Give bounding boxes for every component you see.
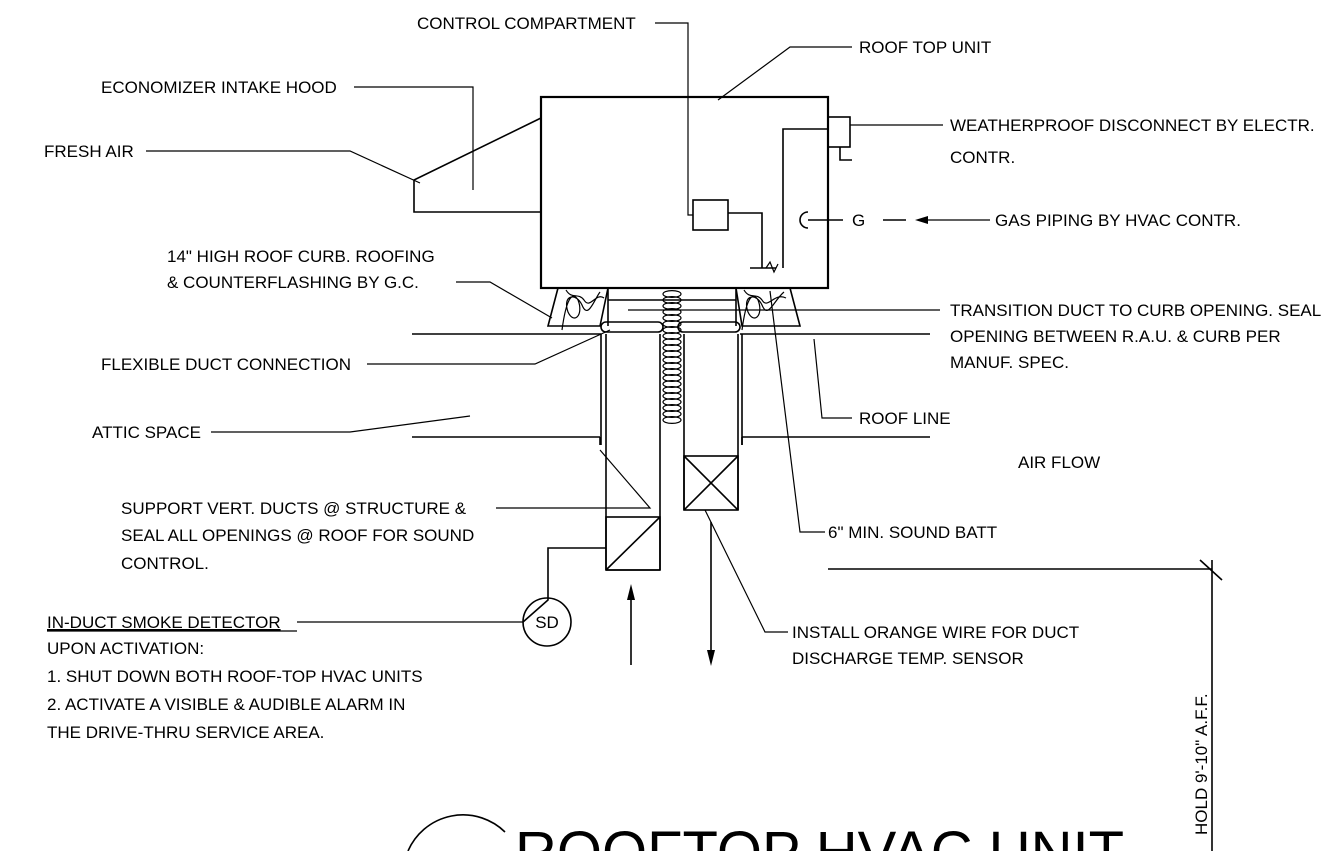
label-sound-batt: 6" MIN. SOUND BATT	[828, 523, 997, 542]
label-step-2: 2. ACTIVATE A VISIBLE & AUDIBLE ALARM IN	[47, 695, 405, 714]
roof-top-unit-body	[539, 95, 830, 290]
coil-loop	[662, 374, 682, 383]
coil-loop	[662, 368, 682, 377]
label-gas-piping: GAS PIPING BY HVAC CONTR.	[995, 211, 1241, 230]
coil-loop	[662, 392, 682, 401]
coil-loop	[662, 326, 682, 335]
label-roof-top-unit: ROOF TOP UNIT	[859, 38, 991, 57]
coil-loop	[662, 296, 682, 305]
supply-duct-left	[600, 334, 661, 571]
airflow-down-arrow	[707, 522, 715, 666]
ceiling-line	[412, 436, 930, 445]
coil-loop	[662, 362, 682, 371]
label-economizer-intake-hood: ECONOMIZER INTAKE HOOD	[101, 78, 337, 97]
label-roof-line: ROOF LINE	[859, 409, 951, 428]
coil-loop	[662, 308, 682, 317]
detail-callout-circle	[407, 814, 506, 852]
label-orange-wire-2: DISCHARGE TEMP. SENSOR	[792, 649, 1024, 668]
label-support-ducts-2: SEAL ALL OPENINGS @ ROOF FOR SOUND	[121, 526, 474, 545]
coil-loop	[662, 410, 682, 419]
label-transition-duct-2: OPENING BETWEEN R.A.U. & CURB PER	[950, 327, 1281, 346]
coil-loop	[662, 398, 682, 407]
label-flexible-duct: FLEXIBLE DUCT CONNECTION	[101, 355, 351, 374]
label-roof-curb: 14" HIGH ROOF CURB. ROOFING	[167, 247, 435, 266]
coil-loop	[662, 290, 682, 299]
coil-loop	[662, 320, 682, 329]
smoke-detector: SD	[522, 547, 606, 647]
coil-loop	[662, 380, 682, 389]
coil-loop	[662, 344, 682, 353]
label-orange-wire: INSTALL ORANGE WIRE FOR DUCT	[792, 623, 1079, 642]
airflow-up-arrow	[627, 584, 635, 665]
label-fresh-air: FRESH AIR	[44, 142, 134, 161]
label-weatherproof-disconnect: WEATHERPROOF DISCONNECT BY ELECTR.	[950, 116, 1315, 135]
label-weatherproof-disconnect-2: CONTR.	[950, 148, 1015, 167]
label-smoke-detector-title: IN-DUCT SMOKE DETECTOR	[47, 613, 281, 632]
smoke-detector-symbol: SD	[535, 613, 559, 632]
coil-loop	[662, 416, 682, 425]
coil-loop	[662, 332, 682, 341]
label-air-flow: AIR FLOW	[1018, 453, 1100, 472]
height-dimension: HOLD 9'-10" A.F.F.	[828, 559, 1223, 851]
label-roof-curb-2: & COUNTERFLASHING BY G.C.	[167, 273, 419, 292]
annotation-labels: CONTROL COMPARTMENT ROOF TOP UNIT ECONOM…	[44, 14, 1321, 742]
label-transition-duct-3: MANUF. SPEC.	[950, 353, 1069, 372]
leader-lines	[146, 22, 990, 633]
hold-dimension-label: HOLD 9'-10" A.F.F.	[1192, 693, 1211, 835]
label-support-ducts-3: CONTROL.	[121, 554, 209, 573]
sound-batt-coil	[662, 290, 682, 425]
coil-loop	[662, 350, 682, 359]
label-support-ducts: SUPPORT VERT. DUCTS @ STRUCTURE &	[121, 499, 467, 518]
label-step-1: 1. SHUT DOWN BOTH ROOF-TOP HVAC UNITS	[47, 667, 423, 686]
coil-loop	[662, 386, 682, 395]
gas-connection-symbol: G	[799, 211, 906, 230]
label-step-2b: THE DRIVE-THRU SERVICE AREA.	[47, 723, 324, 742]
weatherproof-disconnect	[782, 116, 852, 268]
gas-symbol-label: G	[852, 211, 865, 230]
economizer-hood	[413, 117, 542, 213]
coil-loop	[662, 314, 682, 323]
roof-curb	[546, 287, 802, 331]
coil-loop	[662, 338, 682, 347]
return-duct-right	[683, 334, 743, 511]
coil-loop	[662, 356, 682, 365]
label-control-compartment: CONTROL COMPARTMENT	[417, 14, 636, 33]
label-attic-space: ATTIC SPACE	[92, 423, 201, 442]
coil-loop	[662, 404, 682, 413]
control-compartment-box	[692, 199, 779, 274]
label-transition-duct: TRANSITION DUCT TO CURB OPENING. SEAL	[950, 301, 1321, 320]
label-upon-activation: UPON ACTIVATION:	[47, 639, 204, 658]
